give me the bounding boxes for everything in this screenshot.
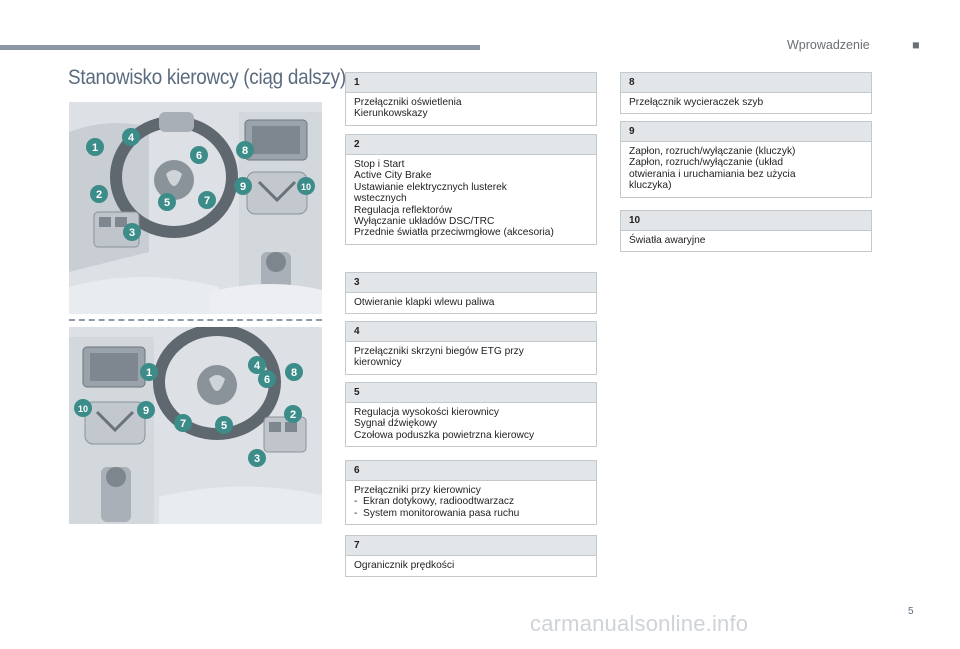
- callout-line: Przełączniki przy kierownicy: [354, 485, 481, 496]
- callout-number: 10: [621, 211, 871, 231]
- svg-text:3: 3: [129, 227, 135, 239]
- callout-7: 7 Ogranicznik prędkości: [345, 535, 597, 578]
- callout-line: Przednie światła przeciwmgłowe (akcesori…: [354, 227, 554, 239]
- svg-text:9: 9: [143, 405, 149, 417]
- callout-line: Regulacja wysokości kierownicy: [354, 407, 499, 418]
- svg-text:6: 6: [196, 150, 202, 162]
- callout-5: 5 Regulacja wysokości kierownicy Sygnał …: [345, 382, 597, 448]
- marker-2-icon: 2: [284, 405, 302, 423]
- svg-text:4: 4: [128, 132, 135, 144]
- section-marker: ■: [912, 38, 920, 52]
- callout-line: wstecznych: [354, 193, 407, 205]
- marker-8-icon: 8: [285, 363, 303, 381]
- header-rule: [0, 45, 480, 50]
- marker-6-icon: 6: [258, 370, 276, 388]
- callout-line: Active City Brake: [354, 170, 432, 182]
- callout-line: Sygnał dźwiękowy: [354, 418, 438, 430]
- svg-text:9: 9: [240, 181, 246, 193]
- callout-line: otwierania i uruchamiania bez użycia: [629, 168, 796, 180]
- callout-9: 9 Zapłon, rozruch/wyłączanie (kluczyk) Z…: [620, 121, 872, 198]
- callout-8: 8 Przełącznik wycieraczek szyb: [620, 72, 872, 115]
- marker-4-icon: 4: [122, 128, 140, 146]
- svg-text:10: 10: [301, 182, 311, 192]
- callout-number: 2: [346, 135, 596, 155]
- callout-line: Przełączniki oświetlenia: [354, 97, 462, 108]
- callout-4: 4 Przełączniki skrzyni biegów ETG przy k…: [345, 321, 597, 375]
- marker-8-icon: 8: [236, 141, 254, 159]
- callout-line: Ustawianie elektrycznych lusterek: [354, 181, 507, 193]
- callout-line: Przełącznik wycieraczek szyb: [629, 97, 764, 108]
- marker-9-icon: 9: [234, 177, 252, 195]
- watermark: carmanualsonline.info: [530, 611, 749, 636]
- callout-2: 2 Stop i Start Active City Brake Ustawia…: [345, 134, 597, 245]
- marker-3-icon: 3: [123, 223, 141, 241]
- svg-text:8: 8: [291, 367, 297, 379]
- callout-line: kluczyka): [629, 180, 672, 192]
- callout-6: 6 Przełączniki przy kierownicy - Ekran d…: [345, 460, 597, 526]
- marker-5-icon: 5: [215, 416, 233, 434]
- marker-9-icon: 9: [137, 401, 155, 419]
- marker-2-icon: 2: [90, 185, 108, 203]
- callout-number: 6: [346, 461, 596, 481]
- callout-line: Ogranicznik prędkości: [354, 560, 455, 571]
- section-label: Wprowadzenie: [787, 38, 870, 52]
- svg-text:8: 8: [242, 145, 248, 157]
- callout-line: Przełączniki skrzyni biegów ETG przy: [354, 346, 524, 357]
- marker-1-icon: 1: [86, 138, 104, 156]
- marker-3-icon: 3: [248, 449, 266, 467]
- marker-10-icon: 10: [74, 399, 92, 417]
- callout-10: 10 Światła awaryjne: [620, 210, 872, 253]
- marker-1-icon: 1: [140, 363, 158, 381]
- dashboard-illustration-rhd: 4 1 6 8 10 9 7 5 2 3: [69, 327, 322, 524]
- callout-line: - Ekran dotykowy, radioodtwarzacz: [354, 496, 515, 508]
- marker-10-icon: 10: [297, 177, 315, 195]
- svg-text:1: 1: [92, 142, 98, 154]
- callout-line: - System monitorowania pasa ruchu: [354, 507, 520, 519]
- callout-line: Otwieranie klapki wlewu paliwa: [354, 297, 495, 308]
- divider-dashed: [69, 319, 322, 321]
- callout-number: 3: [346, 273, 596, 293]
- svg-text:7: 7: [180, 418, 186, 430]
- callout-line: Zapłon, rozruch/wyłączanie (kluczyk): [629, 146, 796, 157]
- callout-line: Wyłączanie układów DSC/TRC: [354, 216, 495, 228]
- callout-line: Stop i Start: [354, 159, 405, 170]
- page-title: Stanowisko kierowcy (ciąg dalszy): [68, 66, 346, 89]
- marker-7-icon: 7: [174, 414, 192, 432]
- marker-5-icon: 5: [158, 193, 176, 211]
- callout-1: 1 Przełączniki oświetlenia Kierunkowskaz…: [345, 72, 597, 126]
- marker-7-icon: 7: [198, 191, 216, 209]
- marker-6-icon: 6: [190, 146, 208, 164]
- callout-number: 9: [621, 122, 871, 142]
- marker-4-icon: 4: [248, 356, 266, 374]
- callout-number: 5: [346, 383, 596, 403]
- callout-number: 1: [346, 73, 596, 93]
- callout-line: kierownicy: [354, 357, 402, 369]
- dashboard-illustration-lhd: 1 4 6 8 2 9 10 5 7 3: [69, 102, 322, 314]
- callout-number: 4: [346, 322, 596, 342]
- callout-line: Zapłon, rozruch/wyłączanie (układ: [629, 157, 784, 169]
- page-number: 5: [908, 606, 914, 617]
- svg-text:2: 2: [96, 189, 102, 201]
- svg-text:1: 1: [146, 367, 152, 379]
- callout-line: Światła awaryjne: [629, 235, 706, 246]
- callout-line: Regulacja reflektorów: [354, 204, 452, 216]
- svg-text:6: 6: [264, 374, 270, 386]
- svg-text:3: 3: [254, 453, 260, 465]
- callout-3: 3 Otwieranie klapki wlewu paliwa: [345, 272, 597, 315]
- svg-text:10: 10: [78, 404, 88, 414]
- svg-text:7: 7: [204, 195, 210, 207]
- svg-text:5: 5: [221, 420, 227, 432]
- callout-number: 7: [346, 536, 596, 556]
- callout-line: Kierunkowskazy: [354, 108, 428, 120]
- svg-text:4: 4: [254, 360, 261, 372]
- svg-text:2: 2: [290, 409, 296, 421]
- callout-line: Czołowa poduszka powietrzna kierowcy: [354, 429, 535, 441]
- svg-text:5: 5: [164, 197, 170, 209]
- callout-number: 8: [621, 73, 871, 93]
